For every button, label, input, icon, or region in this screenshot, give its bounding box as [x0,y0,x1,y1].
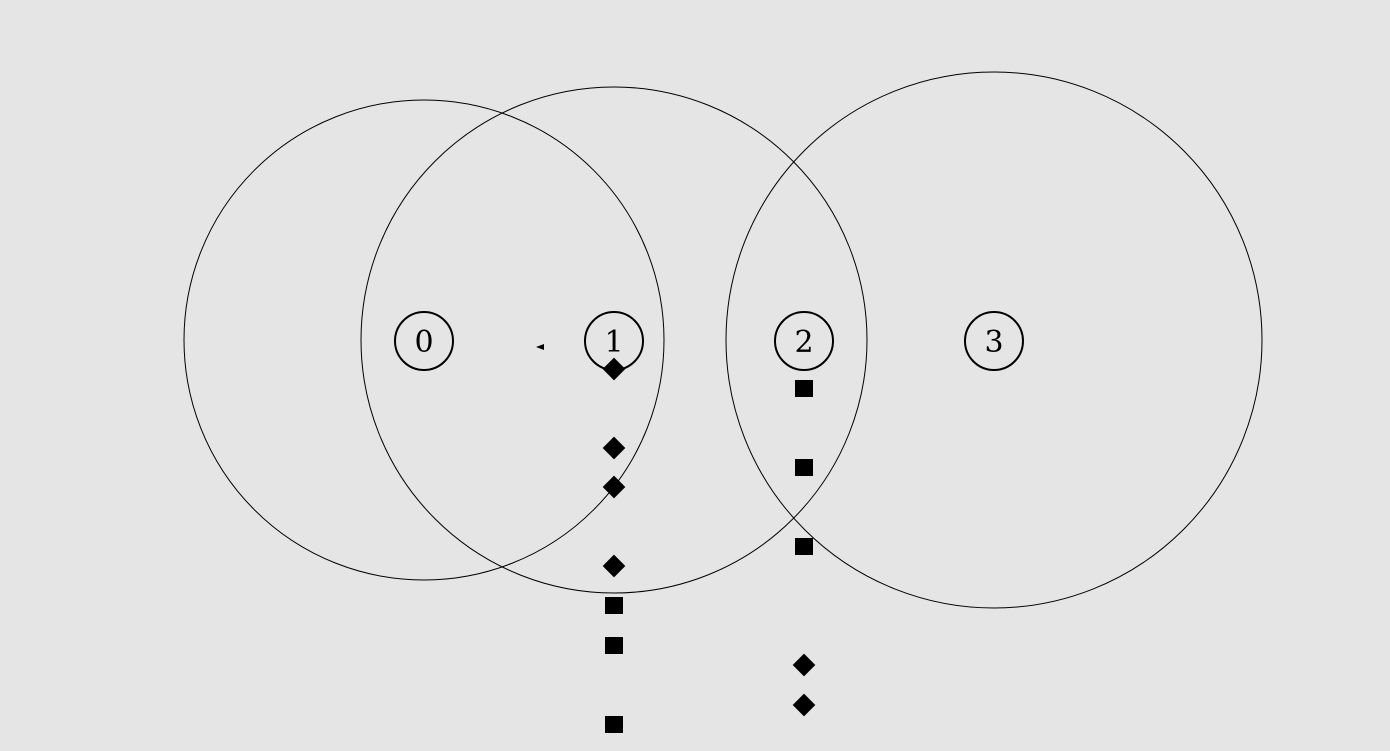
square-marker [795,538,813,555]
diamond-marker [602,357,626,381]
diamond-marker [792,693,816,717]
diamond-marker [602,436,626,460]
square-marker [605,716,623,733]
nodes: 0 1 2 3 [394,311,1024,371]
diamond-marker [602,475,626,499]
node-2-label: 2 [794,325,813,360]
range-circles [183,71,1263,609]
range-circle-0 [183,99,665,581]
node-0-label: 0 [414,325,433,360]
node-3-circle [964,311,1024,371]
node-2-markers [792,380,816,717]
direction-arrow-icon [536,344,544,350]
square-marker [605,637,623,654]
range-circle-1 [360,86,868,594]
node-1-markers [602,357,626,733]
square-marker [605,597,623,614]
diamond-marker [602,554,626,578]
square-marker [795,380,813,397]
node-3-label: 3 [984,325,1003,360]
node-2[interactable]: 2 [774,311,834,371]
node-3[interactable]: 3 [964,311,1024,371]
range-circle-3 [725,71,1263,609]
node-1-label: 1 [604,325,623,360]
node-2-circle [774,311,834,371]
node-0[interactable]: 0 [394,311,454,371]
square-marker [795,459,813,476]
diamond-marker [792,653,816,677]
node-0-circle [394,311,454,371]
